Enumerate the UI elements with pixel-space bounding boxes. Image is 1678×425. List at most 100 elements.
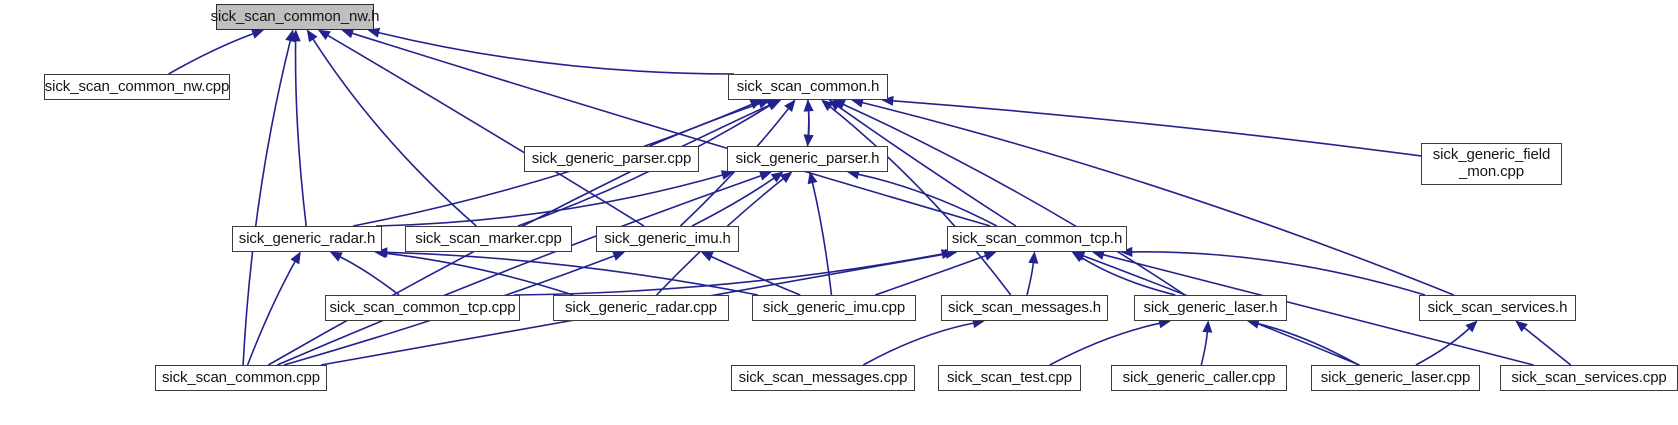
graph-edge-sick-generic-radar-h-to-sick-generic-parser-h xyxy=(375,174,723,227)
graph-node-sick-scan-messages-h[interactable]: sick_scan_messages.h xyxy=(941,295,1108,321)
graph-edge-sick-scan-common-h-to-sick-generic-parser-h xyxy=(807,99,810,136)
graph-node-label: sick_generic_parser.cpp xyxy=(531,149,692,167)
graph-node-label: sick_scan_marker.cpp xyxy=(415,229,562,247)
graph-node-label: sick_scan_common.cpp xyxy=(161,368,321,386)
graph-edge-sick-generic-radar-h-to-sick-scan-common-h xyxy=(352,103,753,227)
graph-edge-arrowhead xyxy=(768,99,782,110)
graph-edge-sick-scan-services-cpp-to-sick-scan-common-tcp-h xyxy=(1103,253,1534,366)
graph-node-label: sick_generic_laser.cpp xyxy=(1320,368,1471,386)
graph-edge-sick-generic-radar-h-to-sick-scan-common-nw-h xyxy=(294,40,307,227)
graph-edge-arrowhead xyxy=(807,171,818,185)
graph-edge-sick-generic-laser-h-to-sick-scan-common-tcp-h xyxy=(1081,257,1176,296)
graph-edge-sick-scan-common-tcp-h-to-sick-generic-parser-h xyxy=(858,173,998,227)
graph-node-sick-scan-common-nw-cpp[interactable]: sick_scan_common_nw.cpp xyxy=(44,74,230,100)
graph-node-label: sick_scan_test.cpp xyxy=(947,368,1072,386)
graph-edge-arrowhead xyxy=(251,29,265,39)
graph-node-sick-scan-services-cpp[interactable]: sick_scan_services.cpp xyxy=(1500,365,1678,391)
graph-node-sick-scan-common-nw-h[interactable]: sick_scan_common_nw.h xyxy=(211,4,380,30)
graph-node-sick-scan-services-h[interactable]: sick_scan_services.h xyxy=(1419,295,1576,321)
graph-edge-sick-generic-parser-cpp-to-sick-scan-common-h xyxy=(649,102,760,147)
graph-node-label: sick_generic_radar.h xyxy=(238,229,376,247)
graph-node-label: sick_generic_imu.h xyxy=(604,229,731,247)
graph-node-sick-generic-radar-h[interactable]: sick_generic_radar.h xyxy=(232,226,382,252)
graph-edge-sick-scan-common-h-to-sick-scan-common-nw-h xyxy=(378,31,735,75)
graph-node-sick-scan-common-cpp[interactable]: sick_scan_common.cpp xyxy=(155,365,327,391)
graph-node-label: sick_scan_services.cpp xyxy=(1511,368,1667,386)
graph-node-sick-generic-parser-h[interactable]: sick_generic_parser.h xyxy=(727,146,888,172)
graph-edge-arrowhead xyxy=(821,99,834,112)
graph-edge-sick-generic-imu-h-to-sick-generic-parser-h xyxy=(691,177,775,227)
graph-node-sick-scan-messages-cpp[interactable]: sick_scan_messages.cpp xyxy=(731,365,915,391)
graph-node-sick-generic-laser-h[interactable]: sick_generic_laser.h xyxy=(1134,295,1287,321)
graph-edge-arrowhead xyxy=(341,28,355,39)
graph-node-label: sick_generic_parser.h xyxy=(735,149,880,167)
graph-node-sick-scan-test-cpp[interactable]: sick_scan_test.cpp xyxy=(938,365,1081,391)
graph-edge-sick-generic-laser-h-to-sick-scan-common-h xyxy=(843,103,1186,296)
graph-edge-arrowhead xyxy=(832,99,846,110)
graph-node-sick-generic-radar-cpp[interactable]: sick_generic_radar.cpp xyxy=(553,295,729,321)
graph-edge-sick-scan-common-cpp-to-sick-generic-parser-h xyxy=(276,174,762,366)
graph-node-label: sick_scan_common.h xyxy=(736,77,880,95)
graph-edge-sick-scan-messages-h-to-sick-scan-common-tcp-h xyxy=(1026,262,1035,296)
graph-edge-arrowhead xyxy=(749,99,763,110)
graph-edge-arrowhead xyxy=(1465,320,1478,333)
graph-edge-arrowhead xyxy=(1202,320,1213,333)
graph-node-sick-scan-common-h[interactable]: sick_scan_common.h xyxy=(728,74,888,100)
graph-node-sick-generic-caller-cpp[interactable]: sick_generic_caller.cpp xyxy=(1111,365,1287,391)
graph-edge-arrowhead xyxy=(784,99,796,113)
graph-node-label: sick_scan_messages.h xyxy=(947,298,1102,316)
graph-edge-arrowhead xyxy=(329,251,343,262)
graph-edge-sick-scan-common-tcp-h-to-sick-scan-common-nw-h xyxy=(352,32,991,227)
graph-node-label: sick_scan_messages.cpp xyxy=(738,368,908,386)
graph-edge-sick-generic-imu-cpp-to-sick-generic-parser-h xyxy=(811,182,833,296)
graph-edge-arrowhead xyxy=(803,134,814,147)
graph-node-sick-scan-marker-cpp[interactable]: sick_scan_marker.cpp xyxy=(405,226,572,252)
graph-edge-arrowhead xyxy=(700,251,714,262)
graph-edge-sick-scan-messages-cpp-to-sick-scan-messages-h xyxy=(862,322,974,366)
graph-edge-arrowhead xyxy=(290,251,301,265)
graph-edge-sick-scan-common-nw-cpp-to-sick-scan-common-nw-h xyxy=(168,33,254,75)
graph-node-label: sick_scan_common_nw.cpp xyxy=(44,77,230,95)
graph-edge-arrowhead xyxy=(306,29,318,43)
graph-node-sick-scan-common-tcp-cpp[interactable]: sick_scan_common_tcp.cpp xyxy=(325,295,520,321)
graph-edge-sick-generic-caller-cpp-to-sick-generic-laser-h xyxy=(1200,331,1209,366)
graph-node-sick-generic-imu-cpp[interactable]: sick_generic_imu.cpp xyxy=(752,295,916,321)
graph-edge-sick-scan-common-cpp-to-sick-generic-radar-h xyxy=(246,261,296,366)
graph-edge-sick-generic-imu-cpp-to-sick-generic-radar-h xyxy=(386,251,759,296)
graph-edge-arrowhead xyxy=(290,29,301,42)
graph-edge-sick-scan-common-tcp-h-to-sick-scan-common-h xyxy=(837,105,1017,227)
graph-edge-sick-scan-test-cpp-to-sick-generic-laser-h xyxy=(1049,322,1160,366)
graph-node-sick-generic-parser-cpp[interactable]: sick_generic_parser.cpp xyxy=(524,146,699,172)
graph-edge-sick-scan-common-cpp-to-sick-scan-common-nw-h xyxy=(242,40,292,366)
graph-edge-arrowhead xyxy=(317,29,331,41)
graph-edge-sick-generic-radar-cpp-to-sick-generic-radar-h xyxy=(385,252,574,296)
graph-edge-sick-generic-laser-cpp-to-sick-scan-services-h xyxy=(1415,327,1470,366)
graph-edge-sick-scan-services-h-to-sick-scan-common-h xyxy=(862,101,1455,296)
graph-edge-sick-scan-marker-cpp-to-sick-scan-common-nw-h xyxy=(312,38,477,227)
graph-edge-sick-generic-laser-cpp-to-sick-generic-laser-h xyxy=(1258,322,1359,366)
graph-edge-sick-generic-field-mon-cpp-to-sick-scan-common-h xyxy=(892,100,1422,157)
graph-node-label: sick_scan_services.h xyxy=(1427,298,1568,316)
graph-node-label: sick_generic_caller.cpp xyxy=(1122,368,1276,386)
graph-edge-sick-generic-imu-cpp-to-sick-scan-common-tcp-h xyxy=(874,255,986,296)
graph-edge-arrowhead xyxy=(612,251,626,261)
graph-edge-sick-scan-common-tcp-cpp-to-sick-generic-radar-h xyxy=(339,256,400,296)
graph-edge-sick-scan-services-h-to-sick-scan-common-tcp-h xyxy=(1131,251,1426,296)
graph-edge-arrowhead xyxy=(770,171,784,183)
graph-node-label: sick_scan_common_tcp.h xyxy=(951,229,1123,247)
graph-node-label: sick_generic_laser.h xyxy=(1143,298,1278,316)
graph-node-sick-generic-field-mon-cpp[interactable]: sick_generic_field _mon.cpp xyxy=(1421,143,1562,185)
graph-node-label: sick_generic_field _mon.cpp xyxy=(1432,146,1551,180)
graph-node-label: sick_generic_imu.cpp xyxy=(762,298,906,316)
graph-node-sick-generic-laser-cpp[interactable]: sick_generic_laser.cpp xyxy=(1311,365,1480,391)
graph-edge-sick-generic-imu-cpp-to-sick-generic-imu-h xyxy=(710,255,801,296)
graph-edge-arrowhead xyxy=(758,170,773,181)
graph-node-sick-generic-imu-h[interactable]: sick_generic_imu.h xyxy=(596,226,739,252)
graph-edge-sick-generic-imu-h-to-sick-scan-common-nw-h xyxy=(327,34,645,227)
graph-edge-sick-scan-services-cpp-to-sick-scan-services-h xyxy=(1523,327,1572,366)
graph-edge-arrowhead xyxy=(1515,320,1528,333)
graph-edge-arrowhead xyxy=(779,171,793,183)
graph-node-sick-scan-common-tcp-h[interactable]: sick_scan_common_tcp.h xyxy=(947,226,1127,252)
